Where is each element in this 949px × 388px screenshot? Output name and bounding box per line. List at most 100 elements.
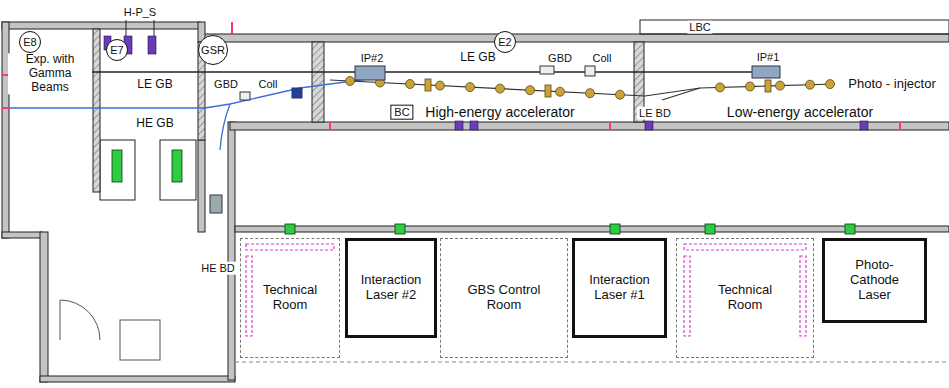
room-name: Photo-Cathode Laser: [843, 258, 907, 303]
building-walls-part: [40, 376, 235, 382]
interaction-chamber: [210, 66, 780, 213]
room-name: Technical Room: [709, 283, 781, 313]
plan-label: LE GB: [135, 78, 174, 92]
area-tag: GSR: [198, 35, 228, 65]
door-arc-part: [60, 300, 61, 340]
plan-label: HE BD: [199, 262, 237, 275]
hp-s-lines-part: [126, 20, 127, 36]
technical-furniture: [246, 244, 806, 336]
plan-label: GBD: [212, 78, 240, 91]
pink-markers: [2, 22, 900, 130]
door-arc-part: [120, 320, 160, 360]
plan-label: BC: [390, 105, 413, 120]
interaction-chamber-part: [752, 66, 780, 78]
accelerator-components-part: [776, 81, 785, 90]
pink-markers-part: [899, 122, 901, 130]
green-penetrations-part: [285, 224, 295, 234]
building-walls-part: [230, 122, 949, 130]
green-penetrations-part: [610, 224, 620, 234]
accelerator-components-part: [346, 77, 355, 86]
green-penetrations-part: [395, 224, 405, 234]
hp-s-lines-part: [154, 20, 155, 36]
pink-markers-part: [2, 107, 9, 109]
accelerator-components-part: [826, 80, 835, 89]
accelerator-components-part: [526, 86, 535, 95]
room-name: Technical Room: [254, 283, 326, 313]
building-walls-part: [100, 140, 135, 200]
area-tag: E2: [494, 31, 516, 53]
area-tag: E8: [19, 31, 41, 53]
shield-walls-part: [93, 29, 100, 192]
area-tag: E7: [106, 39, 128, 61]
gamma-beam-line: [9, 72, 760, 150]
interaction-chamber-part: [210, 195, 222, 213]
purple-shield-blocks-part: [645, 121, 653, 130]
plan-label: Coll: [257, 78, 280, 91]
building-walls-part: [40, 232, 48, 382]
shield-walls-part: [312, 42, 324, 122]
electron-beam-line-part: [662, 88, 700, 100]
shield-walls: [93, 29, 644, 192]
accelerator-components-part: [556, 87, 565, 96]
accelerator-components: [346, 77, 835, 100]
laser-room: Interaction Laser #1: [572, 238, 667, 338]
building-walls-part: [235, 226, 949, 232]
gamma-beam-line-part: [220, 104, 230, 150]
green-penetrations-part: [112, 150, 122, 182]
hp-s-lines: [126, 20, 154, 36]
building-walls-part: [198, 140, 205, 232]
interaction-chamber-part: [355, 66, 385, 80]
plan-label: HE GB: [134, 117, 175, 131]
plan-room: Technical Room: [240, 238, 340, 358]
technical-furniture-part: [246, 244, 334, 250]
accelerator-components-part: [496, 84, 505, 93]
accelerator-components-part: [586, 89, 595, 98]
building-walls-part: [200, 34, 949, 42]
plan-label: Exp. with Gamma Beams: [8, 53, 92, 94]
technical-furniture-part: [800, 256, 806, 336]
technical-furniture-part: [684, 244, 806, 250]
accelerator-components-part: [616, 90, 625, 99]
green-penetrations: [112, 150, 855, 234]
building-walls-part: [228, 122, 235, 380]
plan-label: LBC: [687, 21, 712, 34]
interaction-chamber-part: [540, 66, 554, 74]
plan-label: High-energy accelerator: [423, 104, 576, 120]
technical-furniture-part: [246, 256, 252, 336]
laser-room: Photo-Cathode Laser: [822, 238, 927, 323]
plan-label: IP#2: [359, 52, 386, 65]
accelerator-components-part: [545, 85, 551, 97]
building-walls-part: [160, 140, 196, 200]
accelerator-components-part: [806, 80, 815, 89]
plan-label: IP#1: [755, 51, 782, 64]
building-walls-part: [2, 232, 42, 238]
plan-label: Low-energy accelerator: [725, 104, 875, 120]
purple-shield-blocks-part: [470, 121, 478, 130]
plan-label: H-P_S: [122, 6, 158, 19]
plan-label: GBD: [546, 52, 574, 65]
lbc-corridor: [640, 20, 949, 34]
green-penetrations-part: [172, 150, 182, 182]
plan-room: Technical Room: [676, 238, 814, 358]
accelerator-components-part: [406, 80, 415, 89]
accelerator-components-part: [765, 80, 771, 92]
laser-room: Interaction Laser #2: [345, 238, 437, 338]
pink-markers-part: [231, 22, 233, 34]
accelerator-components-part: [425, 79, 431, 91]
plan-room: GBS Control Room: [440, 238, 568, 358]
lbc-corridor-part: [640, 20, 949, 34]
pink-markers-part: [329, 122, 331, 130]
interaction-chamber-part: [292, 88, 302, 98]
building-walls: [2, 22, 949, 382]
interaction-chamber-part: [240, 92, 250, 100]
room-name: Interaction Laser #1: [585, 273, 655, 303]
room-name: Interaction Laser #2: [356, 273, 426, 303]
room-dashed-line: [235, 362, 949, 363]
plan-label: LE BD: [637, 107, 673, 120]
technical-furniture-part: [684, 256, 690, 336]
accelerator-components-part: [746, 82, 755, 91]
electron-beam-line-part: [330, 80, 835, 96]
accelerator-components-part: [716, 83, 725, 92]
room-dashed-line-part: [235, 362, 949, 363]
